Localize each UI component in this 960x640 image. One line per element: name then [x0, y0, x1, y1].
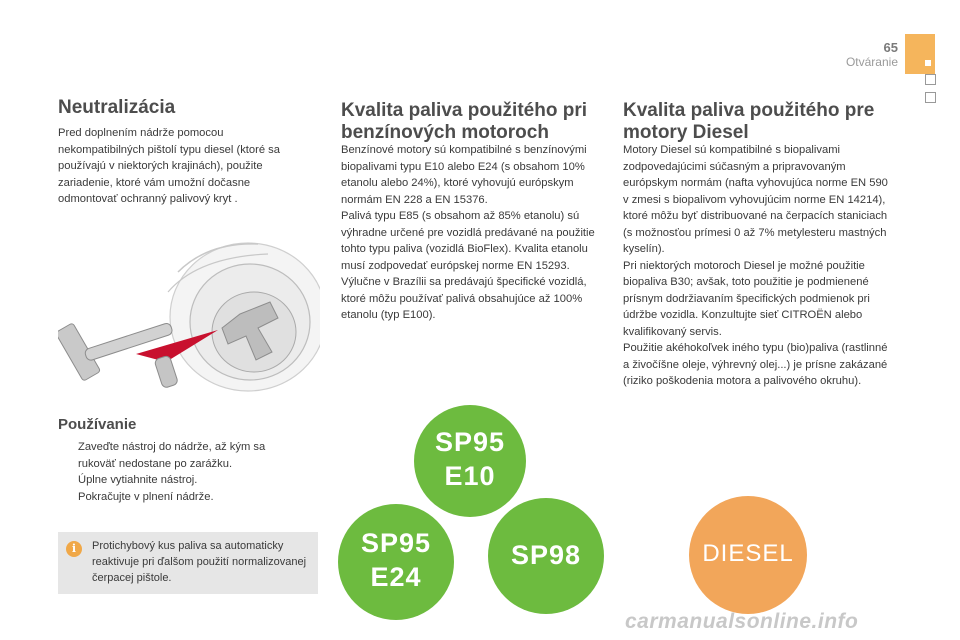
paragraph: Výlučne v Brazílii sa predávajú špecific…: [341, 276, 587, 321]
page-number: 65: [883, 40, 898, 55]
tool-illustration: [55, 232, 327, 414]
step-text: Úplne vytiahnite nástroj.: [78, 474, 198, 486]
diesel-label: DIESEL: [689, 496, 807, 614]
label-line: SP95: [434, 427, 506, 457]
label-line: SP98: [510, 540, 582, 570]
neutralization-title: Neutralizácia: [58, 97, 176, 118]
sp98-label: SP98: [488, 498, 604, 614]
info-text: Protichybový kus paliva sa automaticky r…: [92, 540, 307, 584]
paragraph: Motory Diesel sú kompatibilné s biopaliv…: [623, 144, 888, 255]
watermark: carmanualsonline.info: [625, 610, 859, 633]
nav-square-icon[interactable]: [925, 74, 936, 85]
step-text: Zaveďte nástroj do nádrže, až kým sa ruk…: [78, 441, 266, 470]
nav-square-icon[interactable]: [925, 92, 936, 103]
list-item: Úplne vytiahnite nástroj.: [58, 472, 303, 489]
petrol-fuel-text: Benzínové motory sú kompatibilné s benzí…: [341, 142, 603, 324]
section-title: Otváranie: [845, 55, 898, 69]
info-icon: i: [66, 541, 82, 557]
sp95-e24-label: SP95 E24: [338, 504, 454, 620]
label-line: E24: [370, 562, 422, 592]
section-tab[interactable]: [905, 34, 935, 74]
label-line: SP95: [360, 528, 432, 558]
tab-marker-icon: [925, 60, 931, 66]
list-item: Zaveďte nástroj do nádrže, až kým sa ruk…: [58, 439, 303, 472]
paragraph: Palivá typu E85 (s obsahom až 85% etanol…: [341, 210, 595, 272]
paragraph: Pri niektorých motoroch Diesel je možné …: [623, 259, 870, 338]
usage-title: Používanie: [58, 416, 137, 433]
step-text: Pokračujte v plnení nádrže.: [78, 490, 214, 503]
list-item: Pokračujte v plnení nádrže.: [58, 489, 303, 506]
usage-steps-list: Zaveďte nástroj do nádrže, až kým sa ruk…: [58, 439, 303, 505]
info-box: [58, 532, 318, 594]
paragraph: Použitie akéhokoľvek iného typu (bio)pal…: [623, 342, 888, 387]
petrol-fuel-title: Kvalita paliva použitého pri benzínových…: [341, 100, 587, 143]
diesel-fuel-title: Kvalita paliva použitého pre motory Dies…: [623, 100, 875, 143]
label-line: DIESEL: [702, 540, 794, 567]
neutralization-intro: Pred doplnením nádrže pomocou nekompatib…: [58, 127, 280, 205]
diesel-fuel-text: Motory Diesel sú kompatibilné s biopaliv…: [623, 142, 893, 390]
paragraph: Benzínové motory sú kompatibilné s benzí…: [341, 144, 587, 206]
sp95-e10-label: SP95 E10: [414, 405, 526, 517]
label-line: E10: [444, 461, 496, 491]
